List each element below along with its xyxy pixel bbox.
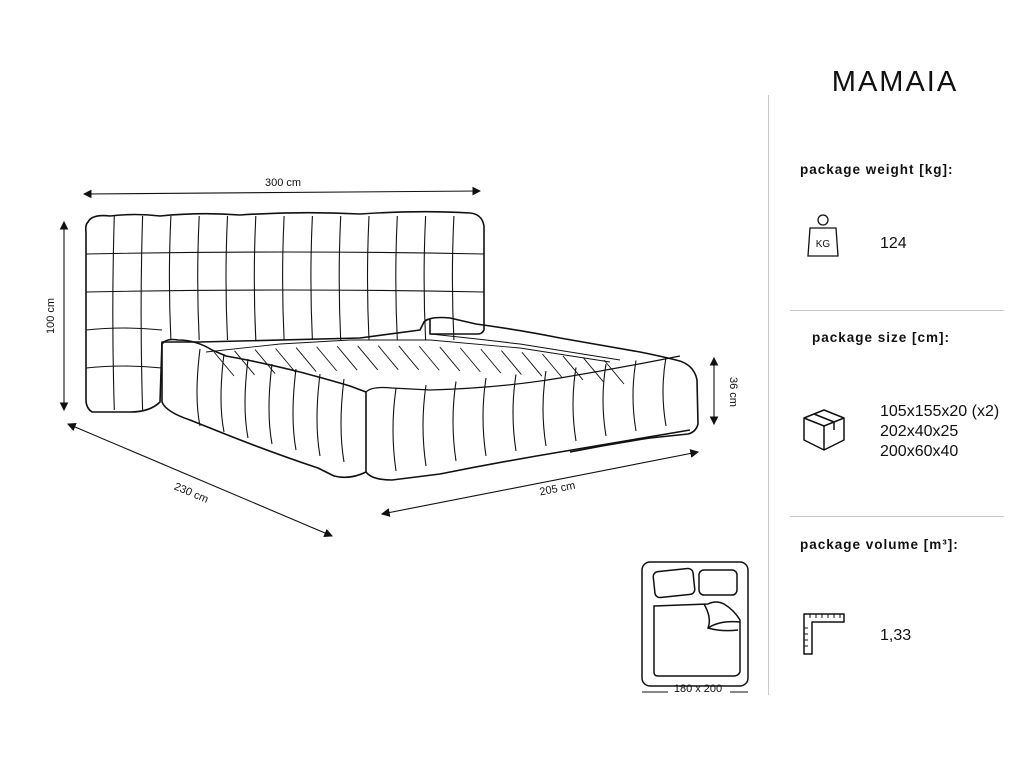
panel-divider bbox=[768, 95, 769, 695]
slat bbox=[501, 350, 522, 375]
kg-icon-text: KG bbox=[816, 239, 831, 250]
mattress-size-label: 180 x 200 bbox=[674, 683, 722, 695]
headboard-height-label: 100 cm bbox=[45, 298, 57, 334]
side-rail-right bbox=[423, 316, 699, 453]
headboard-tuft-seam bbox=[225, 215, 229, 341]
slat bbox=[234, 350, 255, 376]
foot-rail-tuft bbox=[602, 363, 607, 437]
headboard-tuft-seam bbox=[282, 215, 285, 341]
frame-height-label: 36 cm bbox=[727, 377, 739, 407]
slat bbox=[213, 351, 235, 377]
headboard-tuft-seam bbox=[140, 215, 144, 411]
slat bbox=[603, 359, 625, 385]
length-label: 230 cm bbox=[172, 481, 210, 506]
package-size-value-2: 202x40x25 bbox=[880, 423, 959, 440]
headboard-tuft-seam bbox=[253, 215, 257, 341]
package-size-value-3: 200x60x40 bbox=[880, 443, 959, 460]
divider-2 bbox=[790, 516, 1004, 517]
slatted-base bbox=[205, 339, 625, 385]
package-size-value-1: 105x155x20 (x2) bbox=[880, 403, 1000, 420]
slat bbox=[583, 357, 604, 383]
slat bbox=[542, 353, 563, 379]
left-rail-tuft bbox=[268, 363, 273, 445]
box-icon bbox=[802, 406, 846, 452]
headboard-tuft-row bbox=[85, 289, 485, 293]
left-rail-tuft bbox=[340, 378, 345, 463]
package-size-label: package size [cm]: bbox=[812, 330, 951, 345]
slat bbox=[275, 348, 296, 373]
length-dimension-line bbox=[66, 422, 334, 538]
foot-rail-tuft bbox=[542, 370, 547, 447]
slat bbox=[480, 348, 502, 374]
slat bbox=[521, 351, 543, 377]
package-volume-label: package volume [m³]: bbox=[800, 537, 959, 552]
dimension-lines bbox=[59, 186, 719, 538]
package-weight-label: package weight [kg]: bbox=[800, 162, 954, 177]
headboard-tuft-row bbox=[85, 365, 163, 369]
foot-rail-tuft bbox=[662, 356, 667, 427]
left-rail-tuft bbox=[292, 368, 297, 451]
foot-rail-tuft bbox=[422, 384, 427, 467]
ruler-corner-icon bbox=[802, 612, 846, 656]
slat bbox=[459, 347, 481, 373]
left-rail-tuft bbox=[316, 373, 321, 457]
left-rail-tuft bbox=[244, 358, 249, 439]
bed-illustration: 300 cm 100 cm 230 cm 205 cm 36 cm 180 x … bbox=[45, 177, 749, 695]
slat bbox=[398, 345, 420, 371]
headboard-tuft-row bbox=[85, 327, 163, 331]
left-rail-tuft bbox=[196, 348, 201, 427]
product-title: MAMAIA bbox=[831, 66, 959, 98]
headboard-tuft-seam bbox=[338, 215, 342, 341]
frame-width-dimension-line bbox=[380, 449, 700, 517]
headboard-tuft-seam bbox=[423, 215, 427, 341]
package-weight-value: 124 bbox=[880, 235, 907, 252]
divider-1 bbox=[790, 310, 1004, 311]
foot-rail-tuft bbox=[392, 388, 397, 472]
slat bbox=[316, 346, 337, 372]
headboard-tuft-seam bbox=[366, 215, 370, 341]
side-rail-left bbox=[161, 338, 691, 481]
slat bbox=[562, 355, 584, 381]
headboard-tuft-seam bbox=[168, 215, 172, 341]
mattress-top-view-icon bbox=[641, 561, 749, 693]
width-dimension-line bbox=[82, 186, 482, 199]
headboard bbox=[84, 210, 485, 413]
slat bbox=[439, 346, 461, 372]
foot-rail-tuft bbox=[632, 360, 637, 432]
headboard-tuft-seam bbox=[310, 215, 313, 341]
slat bbox=[295, 347, 317, 372]
foot-rail-tuft bbox=[452, 381, 457, 462]
slat bbox=[418, 345, 440, 371]
slat bbox=[357, 345, 379, 371]
left-rail-tuft bbox=[220, 353, 225, 433]
slat bbox=[377, 345, 399, 370]
foot-rail-tuft bbox=[482, 377, 487, 457]
headboard-tuft-seam bbox=[197, 215, 200, 341]
package-size-values: 105x155x20 (x2) 202x40x25 200x60x40 bbox=[880, 402, 999, 462]
slat bbox=[336, 345, 358, 371]
width-label: 300 cm bbox=[265, 177, 301, 189]
foot-rail-tuft bbox=[512, 374, 517, 452]
bed-technical-drawing: 300 cm 100 cm 230 cm 205 cm 36 cm 180 x … bbox=[45, 177, 749, 695]
headboard-tuft-seam bbox=[451, 215, 455, 341]
kg-weight-icon: KG bbox=[806, 212, 840, 258]
foot-rail-tuft bbox=[572, 367, 577, 442]
headboard-tuft-row bbox=[85, 251, 485, 255]
headboard-tuft-seam bbox=[395, 215, 398, 341]
headboard-tuft-seam bbox=[112, 215, 115, 411]
package-volume-value: 1,33 bbox=[880, 627, 912, 644]
